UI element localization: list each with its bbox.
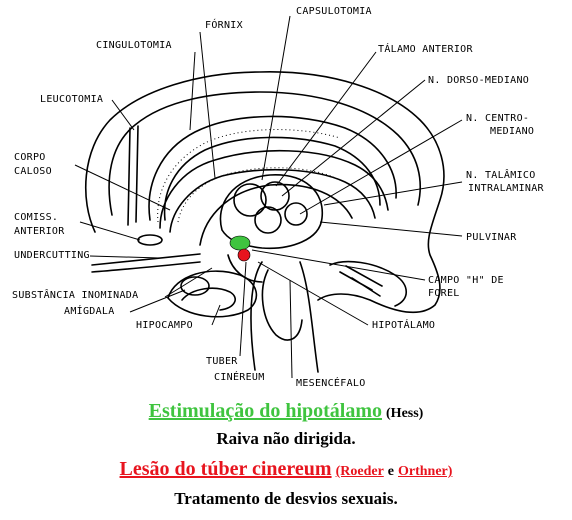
caption-lesion-ref-close: Orthner) <box>398 464 453 479</box>
label-tuber: TUBER <box>206 356 238 367</box>
leader-comiss <box>79 221 141 241</box>
anterior-commissure <box>137 234 163 246</box>
label-hipotalamo: HIPOTÁLAMO <box>372 318 435 331</box>
undercutting-band <box>91 253 201 266</box>
corpus-callosum-lower <box>169 168 376 233</box>
label-undercutting: UNDERCUTTING <box>14 250 90 261</box>
label-campo-forel-1: CAMPO "H" DE <box>428 275 504 286</box>
leader-corpo-caloso <box>74 164 171 211</box>
leader-hipotalamo <box>257 261 369 326</box>
leader-talamico <box>323 181 463 206</box>
amygdala <box>180 276 210 296</box>
leader-pulvinar <box>319 221 463 237</box>
leader-mesencefalo <box>289 279 293 379</box>
leucotomy-band <box>127 125 139 226</box>
thalamus-outline <box>219 174 324 250</box>
caption-stimulation: Estimulação do hipotálamo (Hess) <box>0 400 572 423</box>
thalamus-nucleus-2 <box>260 181 290 211</box>
label-talamo-anterior: TÁLAMO ANTERIOR <box>378 42 473 55</box>
leader-dorso-mediano <box>281 79 426 197</box>
leader-centro-mediano <box>299 119 463 215</box>
caption-stimulation-ref: (Hess) <box>386 406 424 421</box>
leader-cingulotomia <box>189 51 196 131</box>
caption-stimulation-effect: Raiva não dirigida. <box>216 429 356 448</box>
leader-capsulotomia <box>261 15 291 181</box>
leader-tuber <box>239 261 247 357</box>
leader-talamo-anterior <box>275 51 377 187</box>
caption-lesion: Lesão do túber cinereum (Roeder e Orthne… <box>0 458 572 481</box>
cortex-inner-line <box>108 91 421 216</box>
thalamus-nucleus-4 <box>284 202 308 226</box>
label-capsulotomia: CAPSULOTOMIA <box>296 6 372 17</box>
temporal-lobe <box>167 270 258 318</box>
brain-sagittal-diagram: FÓRNIX CAPSULOTOMIA CINGULOTOMIA TÁLAMO … <box>12 6 545 389</box>
caption-stimulation-title: Estimulação do hipotálamo <box>148 400 383 422</box>
label-pulvinar: PULVINAR <box>466 232 517 243</box>
label-fornix: FÓRNIX <box>205 18 243 31</box>
label-anterior: ANTERIOR <box>14 226 65 237</box>
hippocampus-curl <box>181 287 236 311</box>
label-centro-mediano-1: N. CENTRO- <box>466 113 529 124</box>
caption-lesion-ref-open: (Roeder <box>335 464 384 479</box>
leader-substancia <box>164 267 213 298</box>
label-campo-forel-2: FOREL <box>428 288 460 299</box>
cingulate-band-inner <box>163 136 381 221</box>
label-substancia: SUBSTÂNCIA INOMINADA <box>12 288 138 301</box>
leader-campo-forel <box>251 249 426 281</box>
caption-lesion-title: Lesão do túber cinereum <box>119 458 332 480</box>
label-cingulotomia: CINGULOTOMIA <box>96 40 172 51</box>
cerebellum-folia <box>339 265 383 297</box>
undercutting-band-2 <box>91 261 201 273</box>
label-centro-mediano-2: MEDIANO <box>490 126 534 137</box>
cingulate-band-outer <box>148 115 397 221</box>
brainstem <box>250 261 319 373</box>
label-hipocampo: HIPOCAMPO <box>136 320 193 331</box>
caption-lesion-ref-and: e <box>387 464 394 479</box>
fornix-arc <box>199 183 353 246</box>
lesion-marker <box>237 248 251 262</box>
leader-amigdala <box>129 289 186 313</box>
leader-fornix <box>199 31 216 179</box>
label-mesencefalo: MESENCÉFALO <box>296 376 366 389</box>
corpus-callosum-upper <box>159 149 389 229</box>
label-talamico-2: INTRALAMINAR <box>468 183 545 194</box>
label-amigdala: AMÍGDALA <box>64 304 115 317</box>
caption-lesion-effect: Tratamento de desvios sexuais. <box>174 489 398 508</box>
label-dorso-mediano: N. DORSO-MEDIANO <box>428 75 529 86</box>
label-comiss: COMISS. <box>14 212 58 223</box>
leader-undercutting <box>89 255 161 259</box>
thalamus-nucleus-3 <box>254 206 282 234</box>
leader-leucotomia <box>111 99 135 131</box>
stimulation-marker <box>229 235 251 251</box>
leader-hipocampo <box>211 304 221 326</box>
label-caloso: CALOSO <box>14 166 52 177</box>
brainstem-bulge <box>261 269 303 341</box>
label-corpo: CORPO <box>14 152 46 163</box>
label-talamico-1: N. TALÂMICO <box>466 168 536 181</box>
label-leucotomia: LEUCOTOMIA <box>40 94 103 105</box>
thalamus-nucleus-1 <box>233 183 267 217</box>
label-cinereum: CINÉREUM <box>214 370 265 383</box>
hypothalamus-region <box>227 254 263 283</box>
